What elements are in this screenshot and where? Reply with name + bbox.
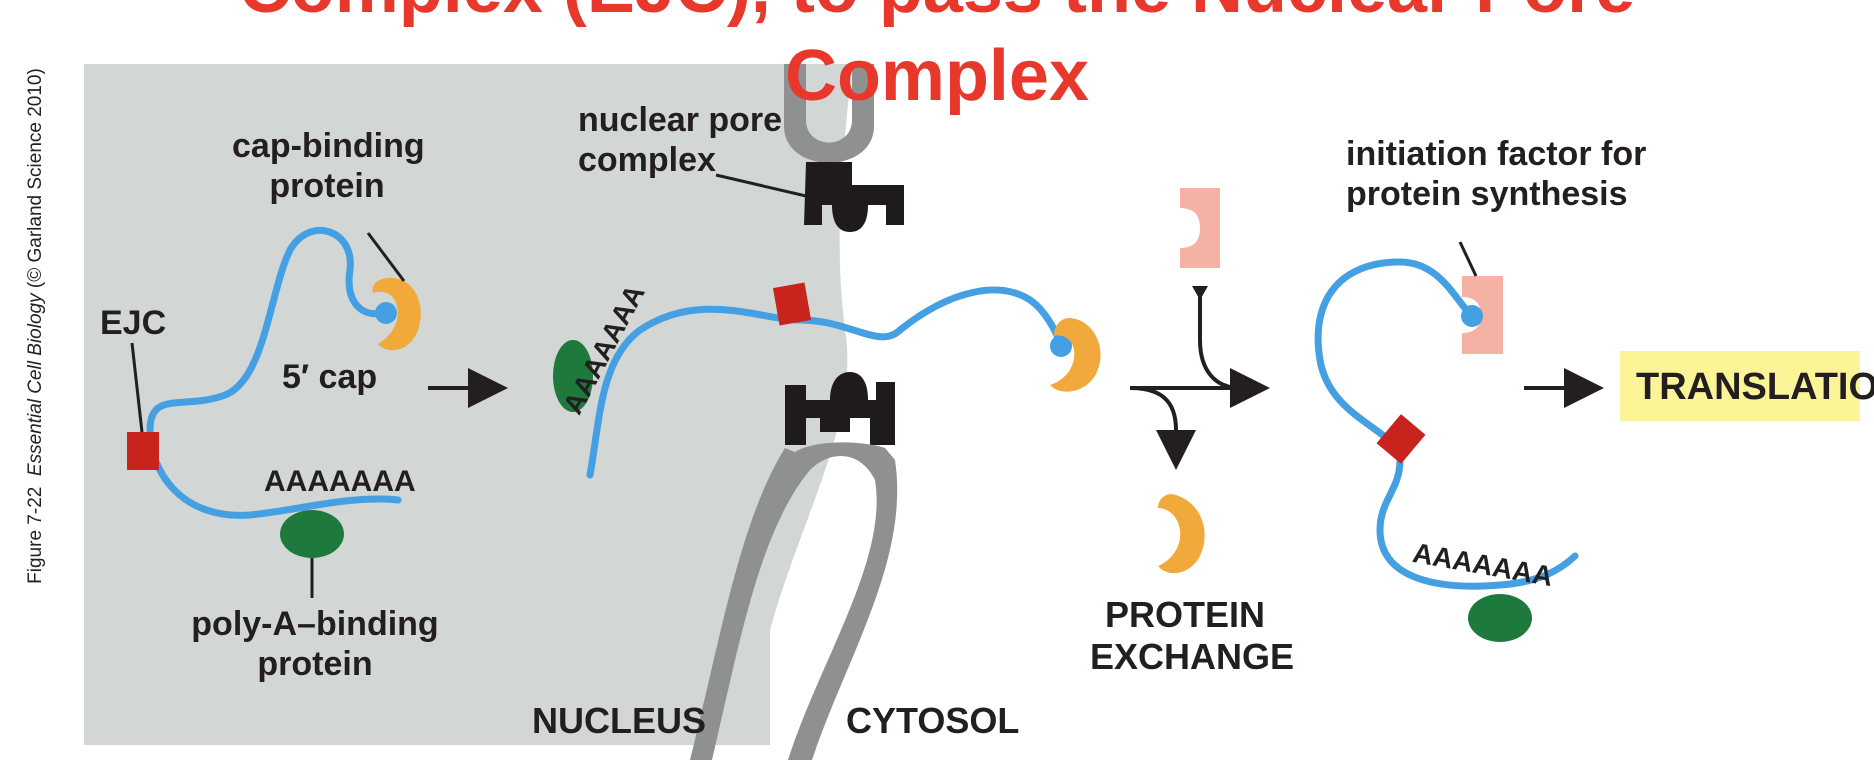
initiation-factor-free bbox=[1180, 188, 1220, 268]
pointer-ejc bbox=[130, 342, 144, 433]
label-protein-exchange-line2: EXCHANGE bbox=[1090, 636, 1295, 678]
label-initiation-line1: initiation factor for bbox=[1346, 135, 1647, 173]
label-nuclear-pore-line2: complex bbox=[578, 141, 716, 180]
arrow-exchange-out bbox=[1129, 386, 1196, 470]
slide-title-line-2: Complex bbox=[784, 36, 1090, 116]
label-initiation-line2: protein synthesis bbox=[1346, 175, 1628, 214]
cap-binding-protein-middle bbox=[1050, 318, 1101, 392]
figure-caption-text: Figure 7-22 Essential Cell Biology (© Ga… bbox=[25, 68, 47, 584]
mrna-strand-right bbox=[1314, 258, 1579, 590]
five-prime-cap-right bbox=[1461, 305, 1483, 327]
label-nuclear-pore-complex: nuclear pore complex bbox=[578, 100, 782, 180]
poly-a-binding-protein-right bbox=[1468, 594, 1532, 642]
pore-channel-upper bbox=[784, 64, 874, 163]
pore-channel-lower bbox=[690, 442, 898, 760]
label-protein-exchange-line1: PROTEIN bbox=[1104, 594, 1265, 635]
label-five-prime-cap: 5′ cap bbox=[282, 358, 378, 396]
label-initiation-factor: initiation factor for protein synthesis bbox=[1346, 134, 1646, 214]
poly-a-binding-protein-middle bbox=[553, 340, 593, 412]
label-poly-a-binding-line2: protein bbox=[257, 645, 373, 684]
caption-credit: (© Garland Science 2010) bbox=[25, 68, 46, 289]
arrow-exchange-in-head bbox=[1192, 286, 1208, 300]
label-poly-a-binding-line1: poly-A–binding bbox=[191, 605, 439, 643]
poly-a-binding-protein-left bbox=[280, 510, 344, 558]
pointer-cap-binding bbox=[366, 232, 406, 282]
label-poly-a-tail-left: AAAAAAA bbox=[264, 465, 416, 498]
translation-highlight bbox=[1620, 351, 1860, 421]
five-prime-cap-middle bbox=[1050, 335, 1072, 357]
label-cap-binding-line2: protein bbox=[269, 167, 385, 206]
label-ejc: EJC bbox=[100, 304, 167, 342]
pointer-initiation-factor bbox=[1458, 241, 1478, 277]
ejc-marker-right bbox=[1376, 414, 1426, 464]
mrna-strand-left bbox=[146, 226, 402, 519]
label-poly-a-binding-protein: poly-A–binding protein bbox=[190, 604, 440, 684]
five-prime-cap-left bbox=[375, 302, 397, 324]
nuclear-pore-complex-upper bbox=[804, 162, 904, 232]
caption-figure-number: Figure 7-22 bbox=[25, 486, 46, 584]
label-cap-binding-line1: cap-binding bbox=[232, 127, 425, 165]
nuclear-pore-complex-lower bbox=[785, 372, 895, 445]
label-translation: TRANSLATION bbox=[1636, 366, 1874, 408]
pointer-nuclear-pore bbox=[715, 173, 807, 198]
mrna-strand-middle bbox=[586, 286, 1066, 479]
ejc-marker-left bbox=[127, 432, 159, 470]
label-nuclear-pore-line1: nuclear pore bbox=[578, 101, 783, 139]
caption-book-title: Essential Cell Biology bbox=[25, 293, 46, 477]
cap-binding-protein-left bbox=[372, 277, 421, 351]
label-nucleus: NUCLEUS bbox=[532, 700, 707, 741]
ejc-marker-middle bbox=[772, 282, 812, 326]
slide-title-line-1: Complex (EJC), to pass the Nuclear Pore bbox=[0, 0, 1874, 24]
cap-binding-protein-released bbox=[1158, 494, 1205, 574]
label-cytosol: CYTOSOL bbox=[846, 700, 1020, 741]
arrow-exchange-in bbox=[1198, 286, 1241, 390]
label-cap-binding-protein: cap-binding protein bbox=[232, 126, 425, 206]
label-protein-exchange: PROTEIN EXCHANGE bbox=[1090, 594, 1295, 679]
